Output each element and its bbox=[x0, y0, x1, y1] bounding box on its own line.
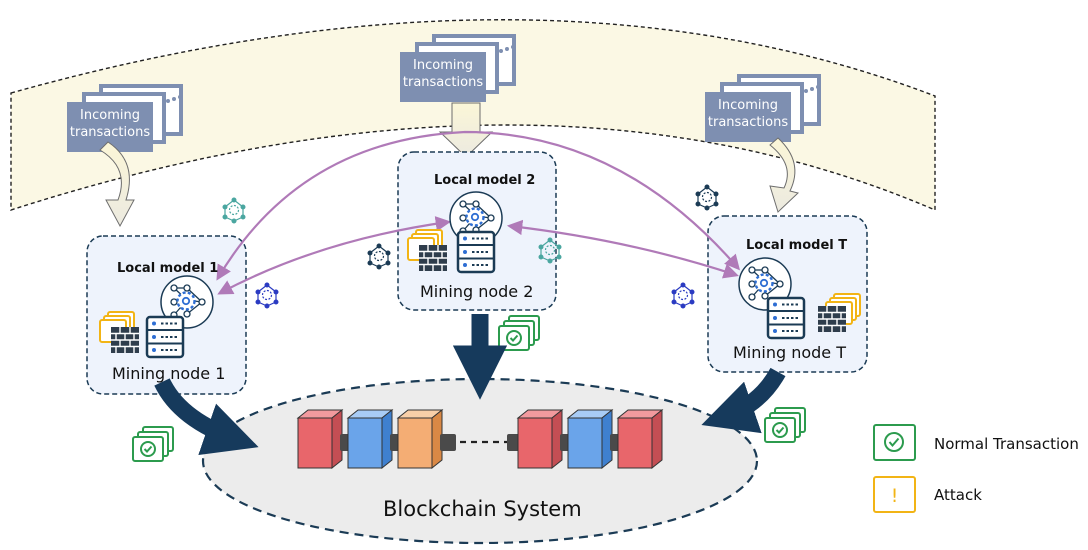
incoming-label-right-line1: Incoming bbox=[718, 98, 778, 113]
firewall-icon-2 bbox=[418, 244, 448, 272]
legend-attack-symbol: ! bbox=[891, 485, 899, 507]
incoming-label-right-line2: transactions bbox=[707, 115, 789, 130]
flow-arrow-node1 bbox=[154, 378, 259, 456]
local-model-T-label: Local model T bbox=[746, 238, 848, 253]
incoming-label-left-line1: Incoming bbox=[80, 108, 140, 123]
model-glyph-teal-left bbox=[222, 197, 246, 224]
normal-transactions-center bbox=[498, 315, 540, 351]
local-model-1-label: Local model 1 bbox=[117, 261, 219, 276]
mining-node-2-label: Mining node 2 bbox=[420, 282, 534, 301]
model-glyph-blue-left bbox=[255, 282, 279, 309]
incoming-arrow-right bbox=[769, 137, 800, 213]
mining-node-1-label: Mining node 1 bbox=[112, 364, 226, 383]
normal-transactions-left bbox=[132, 426, 174, 462]
local-model-2-label: Local model 2 bbox=[434, 173, 536, 188]
block-chain-right bbox=[507, 408, 664, 470]
incoming-arrow-left bbox=[99, 141, 135, 228]
legend-normal-icon bbox=[873, 424, 916, 461]
block-chain-left bbox=[296, 408, 456, 470]
server-icon-1 bbox=[145, 315, 185, 359]
flow-arrow-nodeT bbox=[701, 367, 786, 434]
exchange-arrow-1-T bbox=[216, 130, 741, 281]
incoming-label-left: Incoming transactions bbox=[67, 107, 153, 141]
legend-attack-label: Attack bbox=[934, 486, 982, 504]
server-icon-T bbox=[766, 296, 806, 340]
firewall-icon-T bbox=[817, 305, 847, 333]
legend-normal-label: Normal Transaction bbox=[934, 435, 1079, 453]
model-glyph-navy-right bbox=[695, 184, 719, 211]
firewall-icon-1 bbox=[110, 326, 140, 354]
mining-node-T-label: Mining node T bbox=[733, 343, 847, 362]
exchange-arrow-1-2 bbox=[217, 216, 452, 295]
incoming-label-center-line2: transactions bbox=[402, 75, 484, 90]
normal-transactions-right bbox=[764, 407, 806, 443]
server-icon-2 bbox=[456, 230, 496, 274]
incoming-label-center-line1: Incoming bbox=[413, 58, 473, 73]
exchange-arrow-2-T bbox=[506, 219, 739, 279]
incoming-label-right: Incoming transactions bbox=[705, 97, 791, 131]
blockchain-system-label: Blockchain System bbox=[383, 497, 582, 521]
incoming-label-center: Incoming transactions bbox=[400, 57, 486, 91]
incoming-label-left-line2: transactions bbox=[69, 125, 151, 140]
model-glyph-navy-center bbox=[367, 243, 391, 270]
legend-attack-icon: ! bbox=[873, 476, 916, 513]
model-glyph-blue-right bbox=[671, 282, 695, 309]
